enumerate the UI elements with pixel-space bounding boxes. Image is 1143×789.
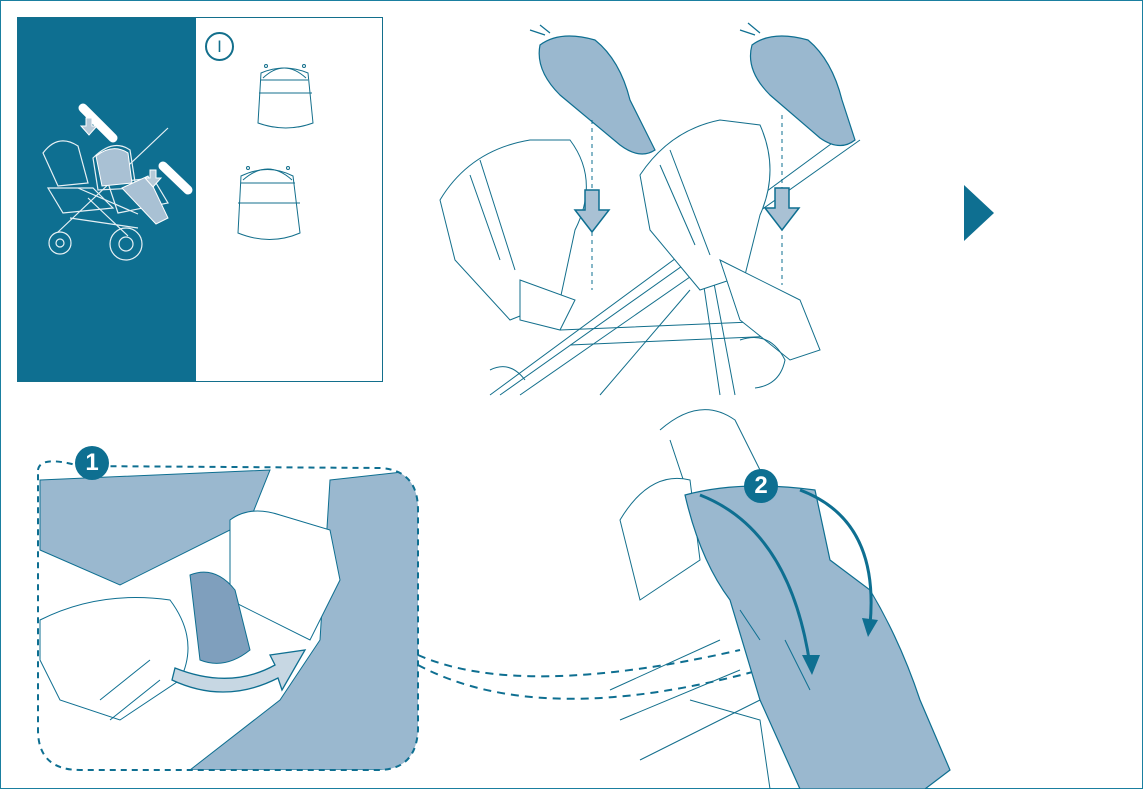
- detail-connector: [418, 650, 760, 699]
- double-stroller-illustration: [440, 120, 860, 395]
- detail-view-1: [38, 461, 420, 770]
- step-2-badge: 2: [744, 469, 778, 503]
- next-arrow-icon: [964, 185, 994, 241]
- step-1-badge: 1: [75, 446, 109, 480]
- footmuff-installed: [685, 486, 950, 789]
- footmuff-left: [539, 36, 655, 154]
- down-arrow-icon: [765, 188, 799, 230]
- footmuff-right: [750, 36, 855, 146]
